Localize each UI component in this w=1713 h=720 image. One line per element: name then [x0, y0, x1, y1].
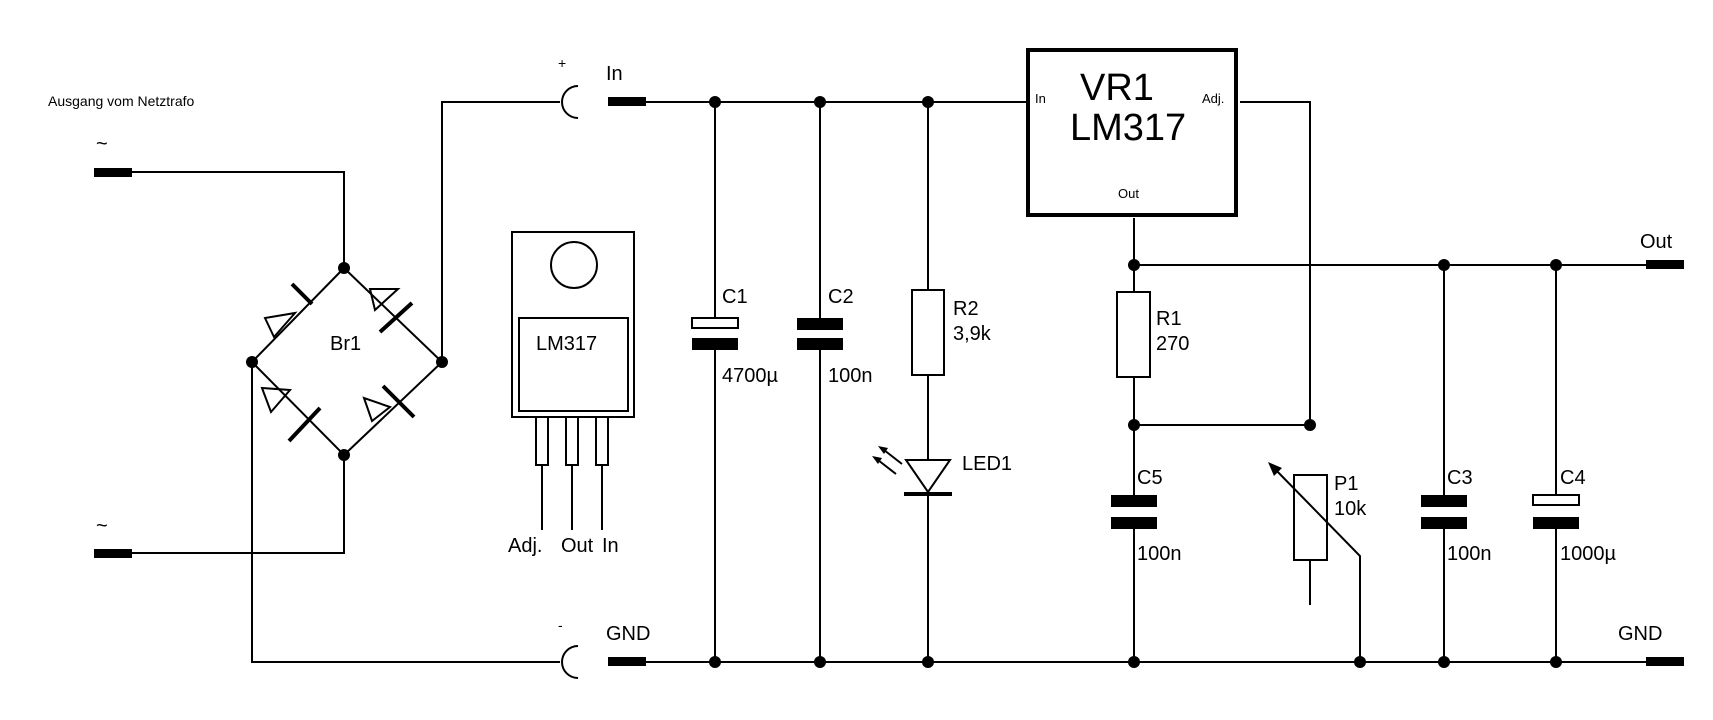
bridge-wires	[132, 101, 560, 663]
p1-ref: P1	[1334, 473, 1358, 495]
out-terminal	[1646, 260, 1684, 269]
vr1-pin-adj: Adj.	[1202, 91, 1224, 106]
c2-value: 100n	[828, 365, 873, 387]
ac-terminal-top	[94, 168, 132, 177]
c4-value: 1000µ	[1560, 543, 1616, 565]
input-label: In	[606, 63, 623, 85]
c4-ref: C4	[1560, 467, 1586, 489]
r1-value: 270	[1156, 333, 1189, 355]
vr1-ref: VR1	[1080, 67, 1154, 109]
ac-symbol-top: ~	[96, 133, 108, 155]
c3-ref: C3	[1447, 467, 1473, 489]
c3-value: 100n	[1447, 543, 1492, 565]
bridge-label: Br1	[330, 333, 361, 355]
c1-ref: C1	[722, 286, 748, 308]
led-1: LED1	[872, 446, 1012, 662]
regulator-vr1: In Adj. Out VR1 LM317	[1026, 48, 1238, 217]
minus-sign: -	[558, 617, 563, 633]
gnd-terminal-out	[1646, 657, 1684, 666]
gnd-terminal-in	[608, 657, 646, 666]
resistor-r2: R2 3,9k	[911, 102, 992, 460]
input-terminal	[608, 97, 646, 106]
potentiometer-p1: P1 10k	[1268, 462, 1367, 662]
pin-in: In	[602, 535, 619, 557]
input-gnd-label: GND	[606, 623, 650, 645]
pin-adj: Adj.	[508, 535, 542, 557]
r2-ref: R2	[953, 298, 979, 320]
p1-value: 10k	[1334, 498, 1367, 520]
package-name: LM317	[536, 333, 597, 355]
ac-symbol-bottom: ~	[96, 515, 108, 537]
transformer-caption: Ausgang vom Netztrafo	[48, 93, 195, 109]
led-ref: LED1	[962, 453, 1012, 475]
capacitor-c5: C5 100n	[1111, 425, 1182, 662]
c2-ref: C2	[828, 286, 854, 308]
resistor-r1: R1 270	[1116, 265, 1189, 425]
bridge-rectifier: Br1	[260, 282, 416, 443]
capacitor-c1: C1 4700µ	[691, 102, 778, 662]
capacitor-c2: C2 100n	[797, 102, 873, 662]
vr1-pin-out: Out	[1118, 186, 1139, 201]
plus-sign: +	[558, 55, 566, 71]
vr1-pin-in: In	[1035, 91, 1046, 106]
transformer-output: Ausgang vom Netztrafo ~ ~	[48, 93, 195, 558]
pin-out: Out	[561, 535, 594, 557]
c5-value: 100n	[1137, 543, 1182, 565]
lm317-package: LM317 Adj. Out In	[508, 231, 635, 557]
c1-value: 4700µ	[722, 365, 778, 387]
input-connector: + - In GND	[558, 55, 650, 679]
c5-ref: C5	[1137, 467, 1163, 489]
r1-ref: R1	[1156, 308, 1182, 330]
vr1-part: LM317	[1070, 107, 1186, 149]
capacitor-c3: C3 100n	[1421, 265, 1492, 662]
output-label: Out	[1640, 231, 1673, 253]
output-connector: Out GND	[1618, 231, 1684, 666]
r2-value: 3,9k	[953, 323, 992, 345]
capacitor-c4: C4 1000µ	[1532, 265, 1616, 662]
junctions	[246, 96, 1562, 668]
ac-terminal-bottom	[94, 549, 132, 558]
output-gnd-label: GND	[1618, 623, 1662, 645]
